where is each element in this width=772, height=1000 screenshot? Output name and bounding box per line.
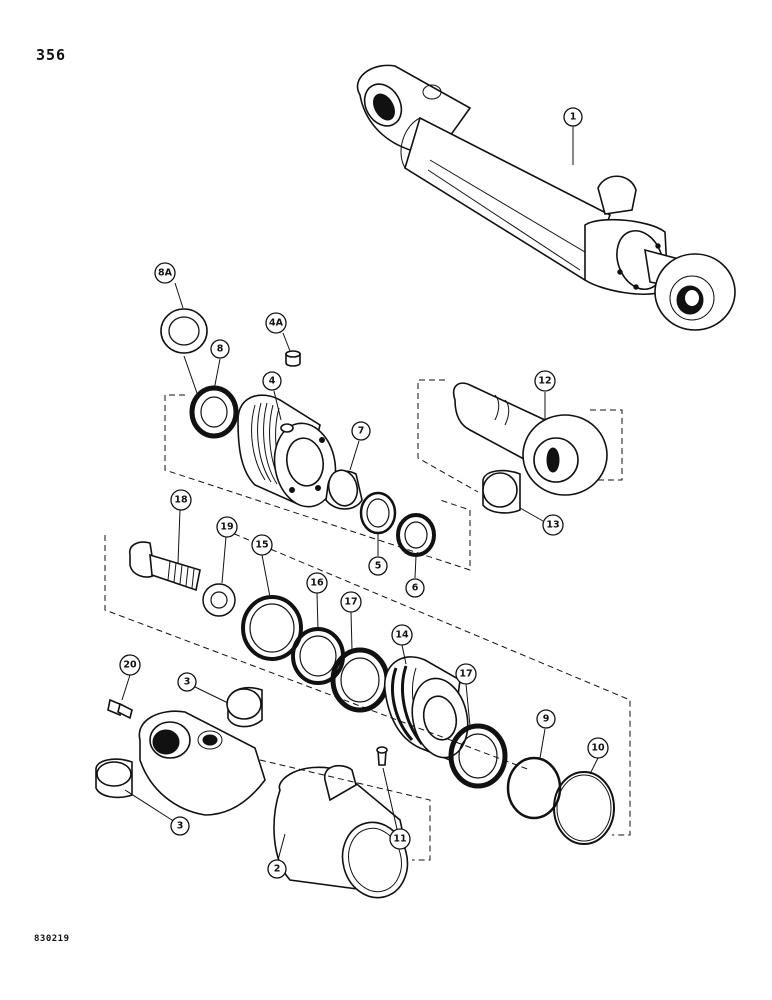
svg-text:18: 18 [174,495,188,506]
callout-13: 13 [542,514,564,536]
svg-text:6: 6 [412,583,419,594]
callout-18: 18 [170,489,192,511]
callout-3-lower: 3 [170,816,190,836]
rod-parts [417,379,623,514]
leader-lines [121,125,599,861]
callout-8: 8 [210,339,230,359]
svg-text:12: 12 [538,376,551,387]
callout-17-lower: 17 [455,663,477,685]
callout-19: 19 [216,516,238,538]
callout-9: 9 [536,709,556,729]
callout-3-upper: 3 [177,672,197,692]
svg-text:8A: 8A [158,268,173,279]
page-number: 356 [36,46,67,64]
assembled-cylinder [356,64,736,331]
svg-text:19: 19 [220,522,233,533]
callout-5: 5 [368,556,388,576]
svg-text:15: 15 [255,540,268,551]
callout-15: 15 [251,534,273,556]
svg-text:4: 4 [269,376,276,387]
callout-14: 14 [391,624,413,646]
svg-text:7: 7 [358,426,365,437]
svg-text:20: 20 [123,660,137,671]
svg-text:17: 17 [459,669,472,680]
svg-text:16: 16 [310,578,324,589]
callout-6: 6 [405,578,425,598]
svg-text:4A: 4A [269,318,284,329]
gland-parts [160,308,471,571]
svg-text:3: 3 [184,677,191,688]
drawing-code: 830219 [34,934,70,944]
svg-text:1: 1 [570,112,577,123]
svg-text:5: 5 [375,561,382,572]
callout-20: 20 [119,654,141,676]
callout-4: 4 [262,371,282,391]
callout-1: 1 [563,107,583,127]
callout-7: 7 [351,421,371,441]
callout-8a: 8A [154,262,176,284]
svg-text:14: 14 [395,630,409,641]
piston-parts [104,529,631,845]
barrel-parts [95,686,431,899]
svg-text:10: 10 [591,743,605,754]
svg-text:3: 3 [177,821,184,832]
svg-text:2: 2 [274,864,281,875]
svg-text:9: 9 [543,714,550,725]
callout-11: 11 [389,828,411,850]
callout-17-upper: 17 [340,591,362,613]
callout-2: 2 [267,859,287,879]
callout-16: 16 [306,572,328,594]
callout-12: 12 [534,370,556,392]
svg-text:8: 8 [217,344,224,355]
callout-4a: 4A [265,312,287,334]
svg-text:17: 17 [344,597,357,608]
svg-text:13: 13 [546,520,559,531]
callout-10: 10 [587,737,609,759]
svg-text:11: 11 [393,834,406,845]
